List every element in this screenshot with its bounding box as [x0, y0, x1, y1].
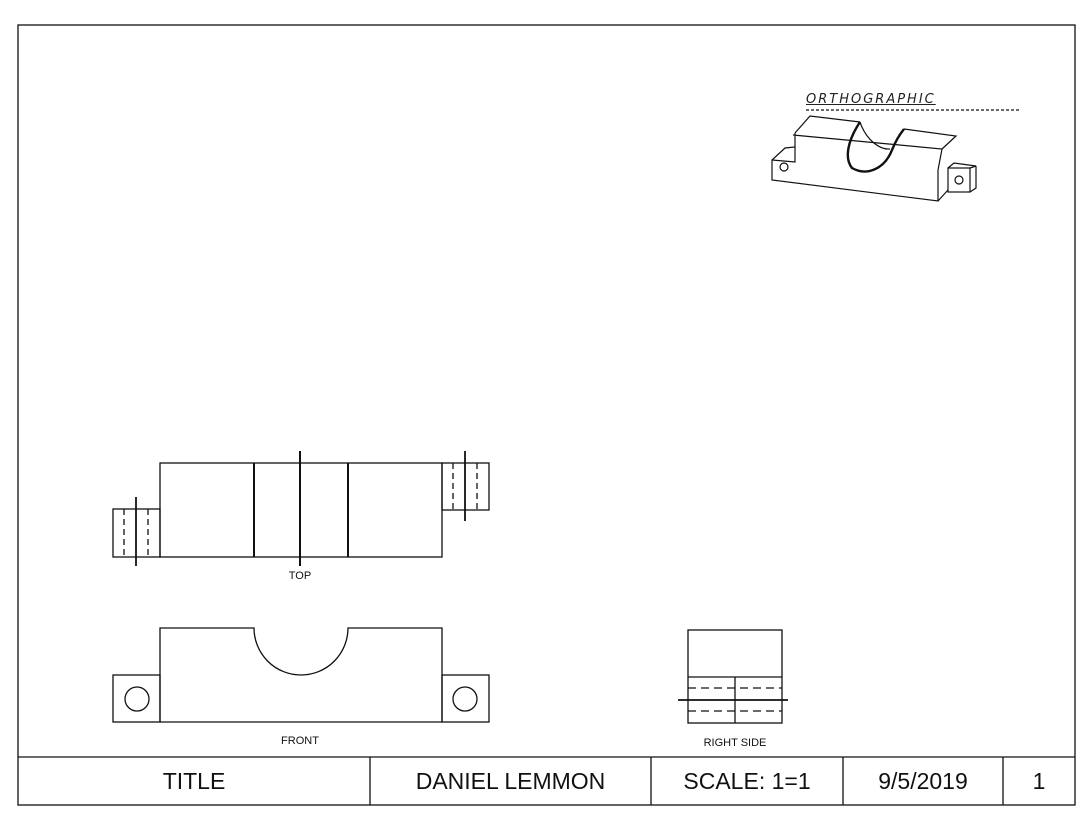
front-view-label: FRONT: [281, 735, 319, 747]
title-block: [18, 756, 1075, 805]
top-view: [112, 451, 490, 566]
right-side-view: [678, 629, 788, 724]
top-view-label: TOP: [288, 570, 312, 582]
isometric-sketch: [771, 109, 1020, 202]
front-view: [112, 627, 490, 723]
author-cell: DANIEL LEMMON: [415, 768, 606, 794]
title-cell: TITLE: [162, 768, 226, 794]
scale-cell: SCALE: 1=1: [683, 768, 811, 794]
right-side-view-label: RIGHT SIDE: [703, 737, 767, 749]
sheet-border: [17, 24, 1076, 806]
isometric-title: ORTHOGRAPHIC: [806, 92, 936, 107]
sheet-number-cell: 1: [1032, 768, 1046, 794]
date-cell: 9/5/2019: [878, 768, 968, 794]
